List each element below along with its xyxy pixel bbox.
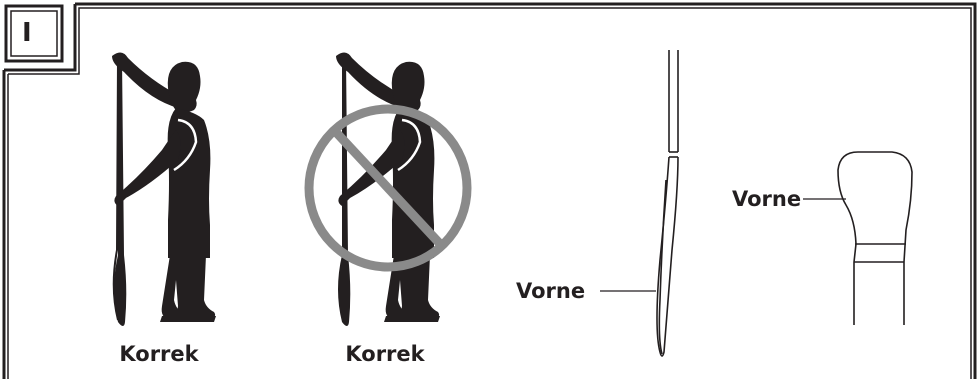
prohibition-icon <box>309 109 467 267</box>
figure-2-caption: Korrek <box>345 342 425 366</box>
blade-face-view <box>838 152 912 325</box>
person-with-paddle-silhouette <box>112 52 216 326</box>
panel-tag-box <box>6 6 62 61</box>
face-view-label: Vorne <box>732 189 801 210</box>
figure-1-caption: Korrek <box>119 342 199 366</box>
figure-correct: Korrek <box>112 52 216 366</box>
panel-frame <box>4 4 975 379</box>
figure-incorrect: Korrek <box>309 52 467 366</box>
side-view-label: Vorne <box>516 281 585 302</box>
paddle-side-view <box>657 50 678 356</box>
panel-label: I <box>22 20 32 46</box>
